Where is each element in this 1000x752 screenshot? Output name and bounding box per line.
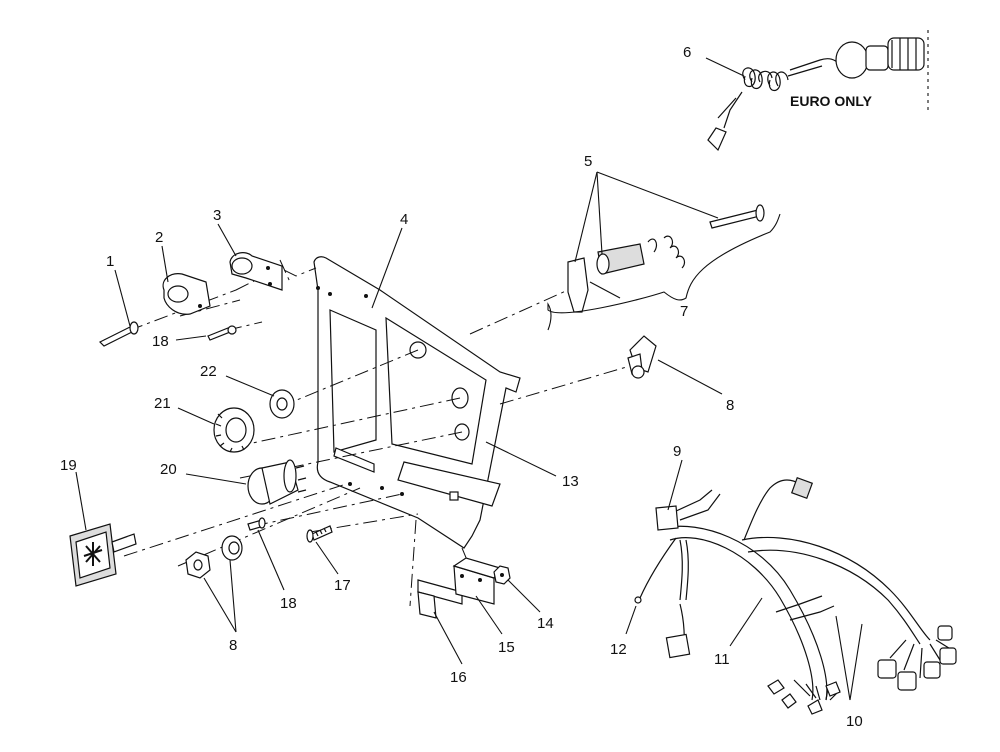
callout-2: 2	[155, 229, 163, 246]
callout-21: 21	[154, 395, 171, 412]
leader-10a	[835, 615, 851, 701]
ignition-key	[69, 523, 137, 587]
screw-bottom	[247, 517, 266, 531]
leader-5c	[596, 171, 719, 219]
callout-6: 6	[683, 44, 691, 61]
ring-nut-part	[213, 407, 255, 453]
leader-21	[177, 407, 215, 425]
callout-15: 15	[498, 639, 515, 656]
callout-11: 11	[714, 651, 730, 668]
tether-cord-assembly	[707, 37, 925, 152]
callout-8b: 8	[229, 637, 237, 654]
callout-4: 4	[400, 211, 408, 228]
pin-part	[98, 321, 139, 347]
leader-2	[161, 245, 169, 283]
callout-3: 3	[213, 207, 221, 224]
dash-panel	[313, 256, 521, 549]
assembly-lines	[103, 259, 631, 607]
clip-part	[417, 579, 463, 619]
leader-8a	[657, 359, 723, 395]
leader-15	[475, 595, 503, 635]
bracket-part	[162, 273, 211, 315]
washer-part	[269, 389, 295, 419]
leader-13	[485, 441, 557, 477]
callout-14: 14	[537, 615, 554, 632]
leader-9	[667, 459, 683, 511]
callout-7: 7	[680, 303, 688, 320]
bracket-7	[547, 213, 781, 331]
leader-1	[114, 269, 131, 327]
leader-16	[433, 611, 463, 665]
callout-13: 13	[562, 473, 579, 490]
leader-4	[371, 227, 403, 309]
callout-19: 19	[60, 457, 77, 474]
callout-22: 22	[200, 363, 217, 380]
callout-1: 1	[106, 253, 114, 270]
hex-nut	[493, 565, 511, 585]
euro-only-label: EURO ONLY	[790, 93, 873, 109]
leader-11	[729, 597, 763, 647]
toggle-switch	[627, 335, 657, 379]
callout-16: 16	[450, 669, 467, 686]
leader-8b-1	[203, 577, 237, 633]
self-tapping-screw	[306, 525, 333, 543]
mounting-plate	[229, 252, 283, 291]
leader-14	[507, 579, 541, 613]
leader-5b	[596, 171, 603, 255]
callout-10: 10	[846, 713, 863, 730]
leader-6	[705, 57, 745, 77]
screw-top	[207, 325, 237, 341]
leader-3	[217, 223, 237, 257]
leader-19	[75, 471, 87, 531]
plunger-switch-assembly	[567, 204, 765, 313]
leader-20	[185, 473, 247, 485]
callout-20: 20	[160, 461, 177, 478]
switch-bracket	[452, 557, 501, 605]
callout-9: 9	[673, 443, 681, 460]
nut-washer-pair	[185, 535, 243, 579]
callout-8a: 8	[726, 397, 734, 414]
leader-12	[625, 605, 637, 635]
leader-5a	[574, 171, 598, 263]
wiring-harness	[634, 476, 957, 715]
callout-12: 12	[610, 641, 627, 658]
leader-22	[225, 375, 275, 397]
callout-17: 17	[334, 577, 351, 594]
callout-18b: 18	[280, 595, 297, 612]
leader-18b	[257, 529, 285, 591]
leader-18a	[175, 335, 207, 341]
leader-10b	[849, 623, 863, 701]
leader-8b-2	[229, 559, 237, 633]
callout-5: 5	[584, 153, 592, 170]
ignition-switch	[247, 459, 307, 505]
callout-18a: 18	[152, 333, 169, 350]
leader-17	[315, 541, 339, 575]
